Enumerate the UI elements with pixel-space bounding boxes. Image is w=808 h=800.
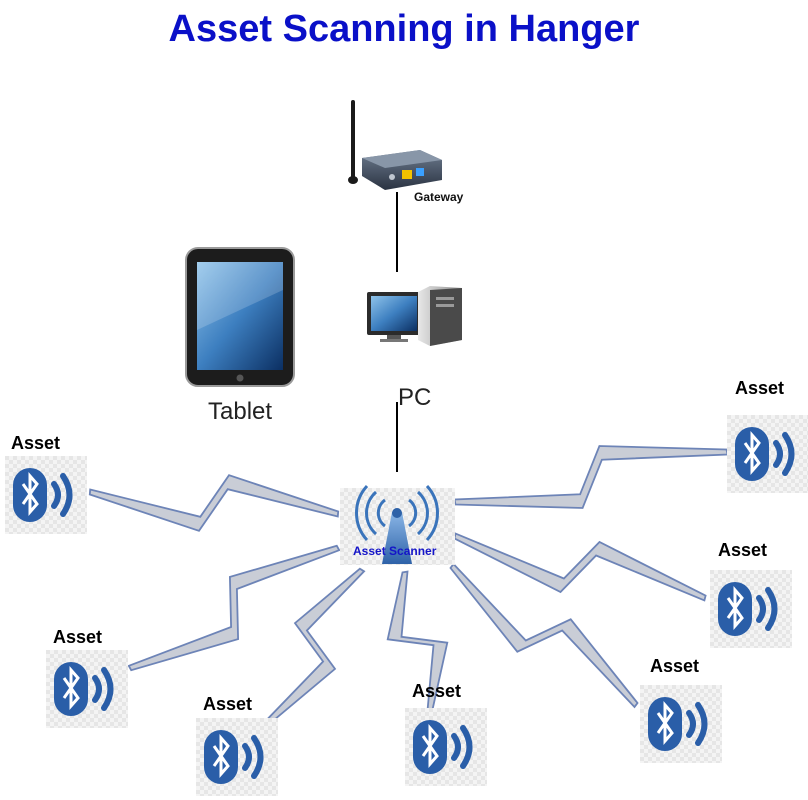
bluetooth-icon (727, 415, 808, 493)
asset-scanner-icon (340, 484, 455, 565)
wireless-link-bolt (264, 567, 366, 725)
asset-label: Asset (53, 627, 103, 647)
pc-label: PC (398, 384, 432, 411)
wireless-link-bolt (88, 474, 340, 532)
asset-label: Asset (11, 433, 61, 453)
bluetooth-icon (710, 570, 792, 648)
wireless-link-bolt (449, 562, 639, 709)
diagram-title: Asset Scanning in Hanger (168, 8, 640, 50)
wireless-link-bolt (453, 532, 707, 602)
bluetooth-icon (46, 650, 128, 728)
bluetooth-icon (640, 685, 722, 763)
wireless-link-bolt (127, 544, 341, 672)
tablet-label: Tablet (208, 398, 273, 425)
gateway-label: Gateway (414, 190, 464, 204)
asset-label: Asset (203, 694, 253, 714)
wireless-links (88, 445, 729, 725)
asset-tags (5, 415, 808, 796)
asset-label: Asset (412, 681, 462, 701)
bluetooth-icon (5, 456, 87, 534)
bluetooth-icon (405, 708, 487, 786)
gateway-router-icon (348, 100, 442, 190)
bluetooth-icon (196, 718, 278, 796)
asset-scanner-label: Asset Scanner (353, 544, 437, 558)
desktop-computer-icon (367, 286, 462, 346)
wireless-link-bolt (453, 445, 729, 509)
asset-label: Asset (650, 656, 700, 676)
tablet-icon (185, 247, 295, 387)
asset-label: Asset (718, 540, 768, 560)
asset-label: Asset (735, 378, 785, 398)
